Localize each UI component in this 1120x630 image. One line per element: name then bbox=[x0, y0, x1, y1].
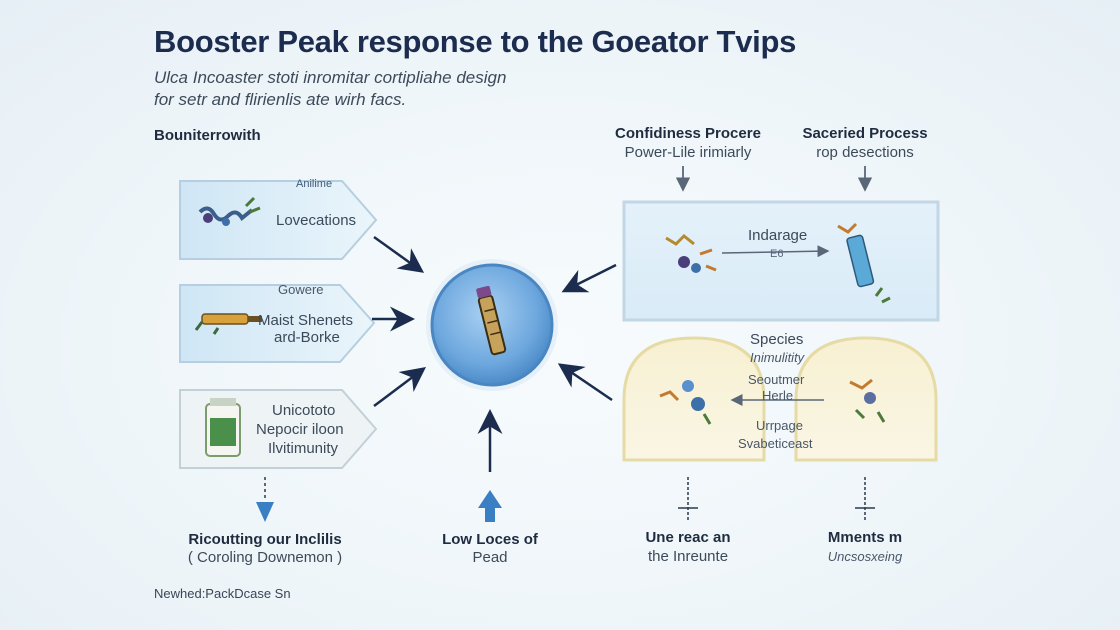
left-heading: Bouniterrowith bbox=[154, 127, 261, 144]
cell-icon-right bbox=[849, 378, 886, 423]
left-bottom-line-2: ( Coroling Downemon ) bbox=[187, 549, 343, 566]
arrow-panel-inner bbox=[721, 245, 830, 258]
left-bottom-line-1: Ricoutting our Inclilis bbox=[188, 531, 342, 548]
center-bottom-line-2: Pead bbox=[472, 549, 508, 566]
arrow-panel-to-center bbox=[561, 263, 617, 293]
box1-label: Lovecations bbox=[276, 212, 357, 229]
right-bottom-left-line-2: the Inreunte bbox=[647, 548, 729, 565]
down-arrow-left bbox=[256, 477, 274, 522]
box3-line-3: Ilvitimunity bbox=[268, 440, 339, 457]
process-panel bbox=[622, 200, 940, 322]
arch-label-1: Species bbox=[750, 331, 804, 348]
arrow-box1-to-center bbox=[373, 235, 425, 273]
cell-icon-left bbox=[659, 380, 712, 425]
page-title: Booster Peak response to the Goeator Tvi… bbox=[154, 24, 797, 59]
arch-label-4: Herle bbox=[762, 388, 794, 403]
footer-note: Newhed:PackDcase Sn bbox=[154, 586, 291, 601]
arch-label-3: Seoutmer bbox=[748, 372, 805, 387]
vaccine-vial-icon bbox=[837, 222, 891, 304]
right-col1-heading: Confidiness Procere bbox=[615, 125, 761, 142]
molecule-icon-panel bbox=[665, 233, 717, 273]
right-bottom-left-line-1: Une reac an bbox=[645, 529, 731, 546]
right-col2-heading: Saceried Process bbox=[802, 125, 928, 142]
box2-tag: Gowere bbox=[278, 282, 324, 297]
up-arrow-center bbox=[478, 490, 502, 522]
box3-line-1: Unicototo bbox=[272, 402, 336, 419]
right-bottom-right-line-2: Uncsosxeing bbox=[827, 549, 903, 564]
subtitle-line-1: Ulca Incoaster stoti inromitar cortiplia… bbox=[154, 68, 507, 87]
right-col1-sub: Power-Lile irimiarly bbox=[624, 144, 752, 161]
right-bottom-right-line-1: Mments m bbox=[827, 529, 903, 546]
left-box-1 bbox=[179, 180, 378, 260]
t-marker-left bbox=[678, 477, 698, 520]
arch-label-5: Urrpage bbox=[756, 418, 803, 433]
panel-label: Indarage bbox=[748, 227, 808, 244]
box2-line-2: ard-Borke bbox=[274, 329, 340, 346]
syringe-icon bbox=[194, 313, 262, 335]
arrow-arch-to-center bbox=[557, 363, 613, 402]
box1-tag: Anilime bbox=[296, 178, 333, 190]
panel-sub: E6 bbox=[770, 248, 784, 260]
box2-line-1: Maist Shenets bbox=[258, 312, 354, 329]
vial-icon bbox=[205, 398, 241, 457]
arch-label-2: Inimulitity bbox=[750, 350, 805, 365]
arch-label-6: Svabeticeast bbox=[738, 436, 813, 451]
arrow-box3-to-center bbox=[373, 367, 426, 407]
center-bottom-line-1: Low Loces of bbox=[442, 531, 538, 548]
molecule-icon bbox=[198, 196, 261, 226]
box3-line-2: Nepocir iloon bbox=[256, 421, 344, 438]
left-box-2 bbox=[179, 284, 376, 363]
syringe-vial-icon bbox=[476, 285, 507, 356]
t-marker-right bbox=[855, 477, 875, 520]
subtitle-line-2: for setr and flirienlis ate wirh facs. bbox=[154, 90, 407, 109]
right-col2-sub: rop desections bbox=[816, 144, 914, 161]
